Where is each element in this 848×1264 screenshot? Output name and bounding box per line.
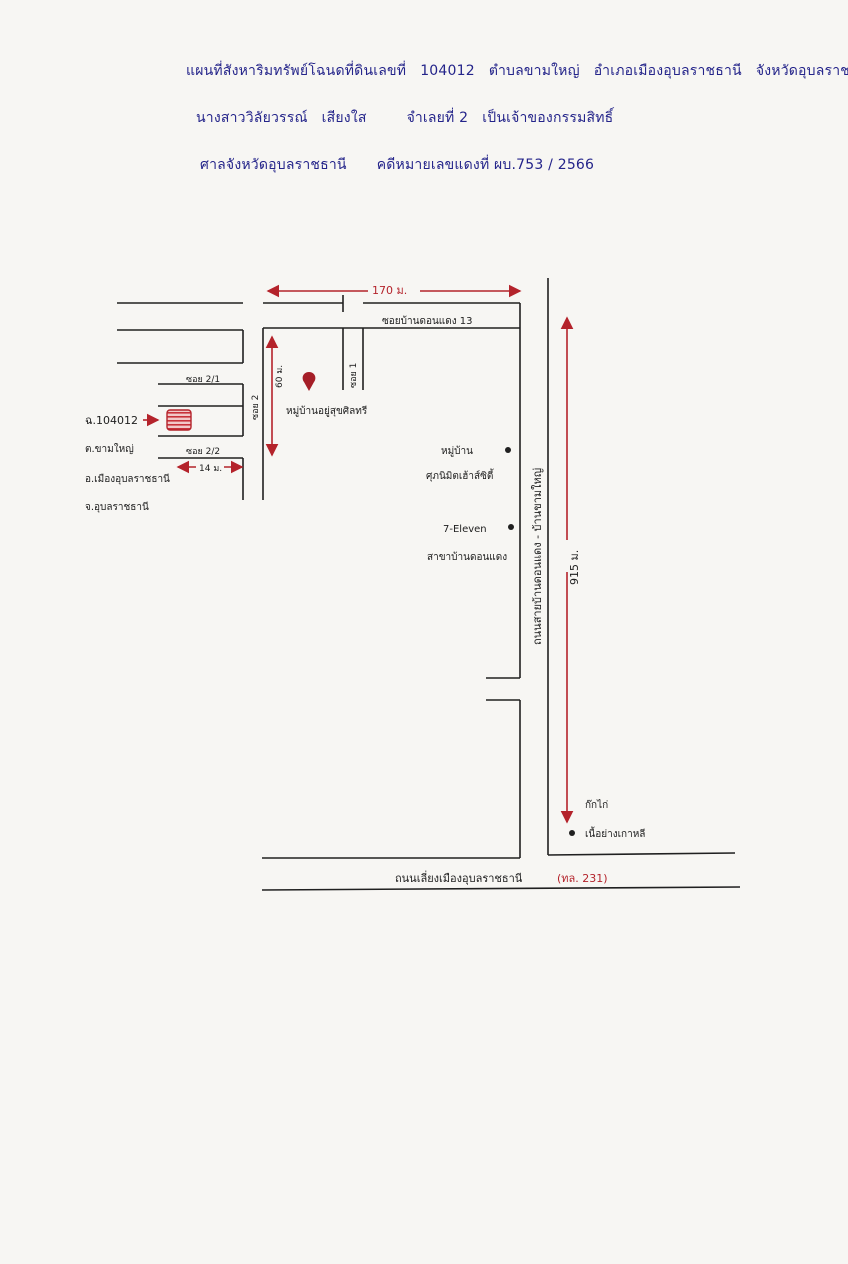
landmark1-line1: หมู่บ้าน <box>441 445 473 457</box>
subdistrict: ตำบลขามใหญ่ <box>488 63 580 79</box>
landmark3-line1: ก๊กไก่ <box>585 799 608 811</box>
province: จังหวัดอุบลราชธานี <box>755 63 848 79</box>
main-road-label: ถนนสายบ้านดอนแดง - บ้านขามใหญ่ <box>531 468 544 645</box>
bottom-road-code: (ทล. 231) <box>557 872 608 885</box>
parcel-district: อ.เมืองอุบลราชธานี <box>85 473 170 485</box>
location-pin-icon <box>302 372 316 391</box>
dist-main-label: 915 ม. <box>568 550 581 585</box>
soi22-label: ซอย 2/2 <box>186 447 220 457</box>
landmark-dot-7eleven <box>508 524 514 530</box>
header-line-1: แผนที่สังหาริมทรัพย์โฉนดที่ดินเลขที่ 1040… <box>186 60 848 82</box>
bottom-road-label: ถนนเลี่ยงเมืองอุบลราชธานี <box>395 870 523 885</box>
landmark3-line2: เนื้อย่างเกาหลี <box>585 826 645 840</box>
header-title: แผนที่สังหาริมทรัพย์โฉนดที่ดินเลขที่ <box>186 63 407 79</box>
district: อำเภอเมืองอุบลราชธานี <box>593 63 742 79</box>
soi1-label: ซอย 1 <box>349 363 359 388</box>
parcel-subdistrict: ต.ขามใหญ่ <box>85 443 134 455</box>
dist-soi2-label: 60 ม. <box>275 365 285 388</box>
distance-arrows <box>143 284 574 824</box>
dist-small-label: 14 ม. <box>199 464 222 474</box>
owner-first-name: นางสาววิลัยวรรณ์ <box>196 110 308 126</box>
landmark2-line2: สาขาบ้านดอนแดง <box>427 551 507 563</box>
header-line-3: ศาลจังหวัดอุบลราชธานี คดีหมายเลขแดงที่ ผบ… <box>200 154 608 176</box>
parcel-label: ฉ.104012 <box>85 414 138 427</box>
ownership-note: เป็นเจ้าของกรรมสิทธิ์ <box>482 110 614 126</box>
court-name: ศาลจังหวัดอุบลราชธานี <box>200 157 347 173</box>
deed-number: 104012 <box>420 63 475 79</box>
owner-last-name: เสียงใส <box>321 110 367 126</box>
bottom-road-bottom <box>261 886 741 891</box>
defendant-number: จำเลยที่ 2 <box>406 110 469 126</box>
landmark-dot-village <box>505 447 511 453</box>
landmark2-line1: 7-Eleven <box>443 524 487 535</box>
soi-top-label: ซอยบ้านดอนแดง 13 <box>382 315 473 327</box>
parcel-marker <box>166 409 192 431</box>
landmark-dot-restaurant <box>569 830 575 836</box>
bottom-road-top-right <box>547 852 736 856</box>
landmark1-line2: ศุภนิมิตเฮ้าส์ซิตี้ <box>426 468 495 482</box>
case-number: คดีหมายเลขแดงที่ ผบ.753 / 2566 <box>376 157 595 173</box>
road-lines <box>117 278 741 891</box>
village-pin-label: หมู่บ้านอยู่สุขศิลทรี <box>286 405 368 417</box>
dist-top-label: 170 ม. <box>372 284 407 297</box>
soi21-label: ซอย 2/1 <box>186 375 220 385</box>
header-line-2: นางสาววิลัยวรรณ์ เสียงใส จำเลยที่ 2 เป็นเจ้… <box>196 107 627 129</box>
parcel-province: จ.อุบลราชธานี <box>85 501 149 513</box>
soi2-label: ซอย 2 <box>251 395 261 420</box>
